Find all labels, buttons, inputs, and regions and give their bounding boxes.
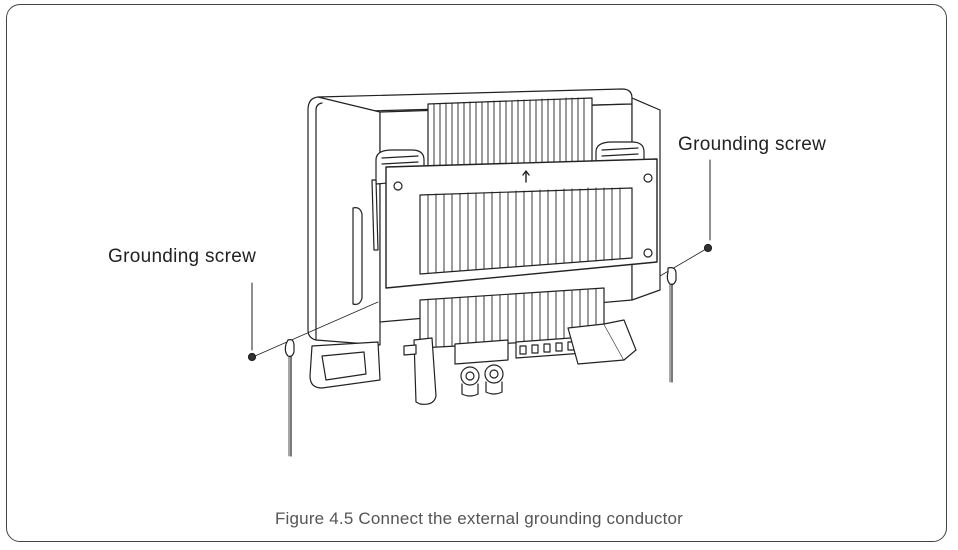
figure-caption: Figure 4.5 Connect the external groundin… bbox=[274, 509, 684, 528]
grounding-screw-right-icon bbox=[703, 243, 713, 253]
bottom-feet bbox=[309, 319, 637, 405]
heatsink-window bbox=[419, 187, 633, 275]
grounding-screw-left-icon bbox=[247, 352, 257, 362]
grounding-screw-label-right: Grounding screw bbox=[678, 134, 827, 155]
left-grounding-assembly bbox=[247, 282, 379, 457]
right-grounding-assembly bbox=[659, 159, 713, 383]
grounding-screw-label-left: Grounding screw bbox=[108, 246, 257, 267]
figure-frame bbox=[6, 4, 947, 542]
heatsink-bottom bbox=[419, 287, 605, 349]
left-handle bbox=[352, 179, 379, 305]
